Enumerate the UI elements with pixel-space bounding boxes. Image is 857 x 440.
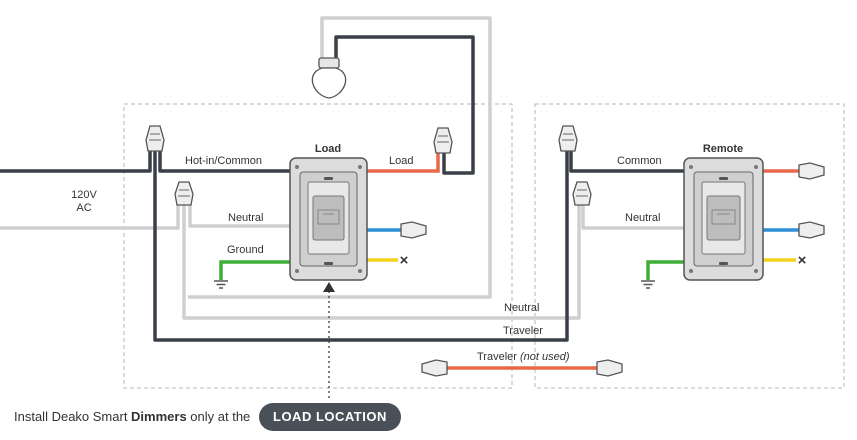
- load-location-badge: LOAD LOCATION: [259, 403, 401, 431]
- wire-nut-icon: [572, 181, 592, 206]
- load-switch-title: Load: [315, 143, 341, 155]
- remote-switch: [683, 157, 764, 281]
- neutral-run-label: Neutral: [504, 302, 539, 314]
- wire-nut-icon: [596, 359, 623, 377]
- wire-nut-icon: [145, 125, 165, 152]
- neutral-wires: [0, 16, 684, 320]
- wire-nut-icon: [798, 162, 825, 180]
- wire-nut-icon: [433, 127, 453, 154]
- unused-x-icon: ×: [798, 252, 807, 269]
- install-caption: Install Deako Smart Dimmers only at the: [14, 409, 251, 424]
- neutral-right-label: Neutral: [625, 212, 660, 224]
- wire-nut-icon: [421, 359, 448, 377]
- wire-nut-icon: [798, 221, 825, 239]
- light-bulb-icon: [311, 57, 347, 99]
- ground-label: Ground: [227, 244, 264, 256]
- wire-nut-icon: [174, 181, 194, 206]
- hot-wires: [0, 35, 684, 342]
- hot-in-common-label: Hot-in/Common: [185, 155, 262, 167]
- ground-wire-left: [219, 260, 290, 280]
- remote-switch-title: Remote: [703, 143, 743, 155]
- ground-wire-right: [646, 260, 684, 280]
- unused-x-icon: ×: [400, 252, 409, 269]
- arrow-up-icon: [323, 282, 335, 292]
- load-wire-label: Load: [389, 155, 413, 167]
- power-label: 120V: [71, 189, 97, 201]
- remote-box-outline: [534, 103, 845, 389]
- neutral-left-label: Neutral: [228, 212, 263, 224]
- wire-nut-icon: [400, 221, 427, 239]
- load-wire: [367, 152, 440, 173]
- ground-icon: [214, 280, 228, 289]
- traveler-run-label: Traveler: [503, 325, 543, 337]
- wire-nut-icon: [558, 125, 578, 152]
- traveler-unused-label: Traveler (not used): [477, 351, 570, 363]
- load-switch: [289, 157, 368, 281]
- ground-icon: [641, 280, 655, 289]
- common-label: Common: [617, 155, 662, 167]
- power-unit-label: AC: [76, 202, 91, 214]
